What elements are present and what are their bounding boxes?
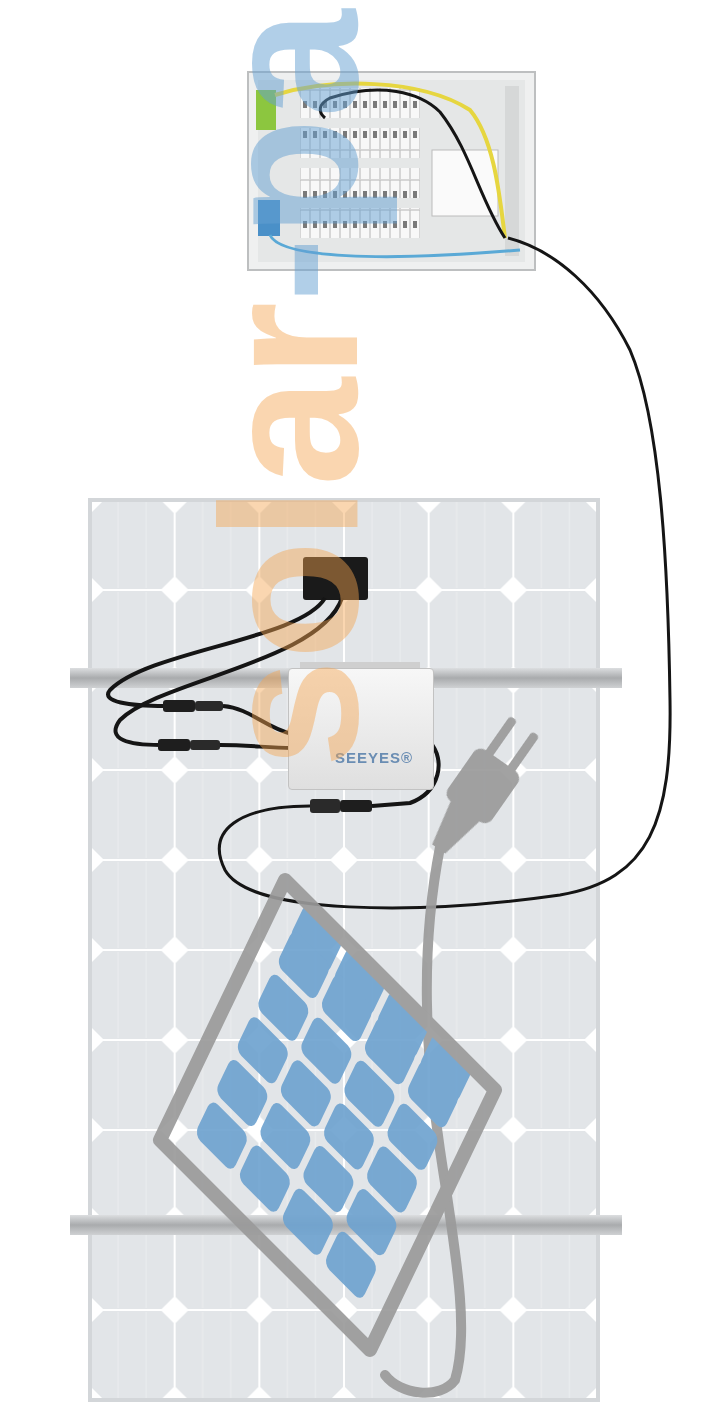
dc-cable bbox=[223, 706, 292, 734]
ac-cable bbox=[219, 238, 670, 908]
dc-cable bbox=[108, 598, 325, 706]
mc4-connector bbox=[163, 700, 195, 712]
logo-panel-outline bbox=[160, 880, 495, 1350]
board-interior bbox=[258, 80, 525, 262]
mounting-rail bbox=[70, 1215, 622, 1235]
ac-cable bbox=[372, 742, 439, 806]
board-housing bbox=[248, 72, 535, 270]
logo-cells bbox=[194, 901, 473, 1301]
breaker-row bbox=[300, 208, 420, 238]
distribution-board bbox=[248, 72, 535, 270]
junction-box bbox=[303, 557, 368, 600]
plug-logo bbox=[160, 711, 547, 1393]
art-g bbox=[289, 901, 473, 1104]
watermark: solar bbox=[192, 302, 387, 768]
mc4-connector bbox=[195, 701, 223, 711]
ac-connector bbox=[310, 799, 340, 813]
dc-cable bbox=[220, 745, 292, 748]
earth-wire bbox=[275, 84, 505, 238]
inverter-bracket bbox=[300, 662, 420, 672]
breaker-row bbox=[300, 168, 420, 198]
ac-connector bbox=[340, 800, 372, 812]
mc4-connector bbox=[158, 739, 190, 751]
panel-cells bbox=[90, 500, 598, 1400]
inverter-box: SEEYES® bbox=[288, 668, 434, 790]
phase-wire bbox=[320, 90, 505, 238]
plug-neck bbox=[424, 799, 481, 859]
watermark: -pa bbox=[192, 10, 387, 303]
plug-head bbox=[417, 711, 547, 865]
solar-panel bbox=[70, 500, 622, 1400]
neutral-terminal bbox=[258, 200, 280, 236]
panel-frame bbox=[90, 500, 598, 1400]
earth-terminal bbox=[256, 90, 276, 130]
neutral-wire bbox=[270, 235, 520, 257]
din-rail bbox=[505, 86, 519, 256]
mc4-connector bbox=[190, 740, 220, 750]
brand-name: SEEYES® bbox=[289, 749, 413, 766]
breaker-row bbox=[300, 128, 420, 158]
